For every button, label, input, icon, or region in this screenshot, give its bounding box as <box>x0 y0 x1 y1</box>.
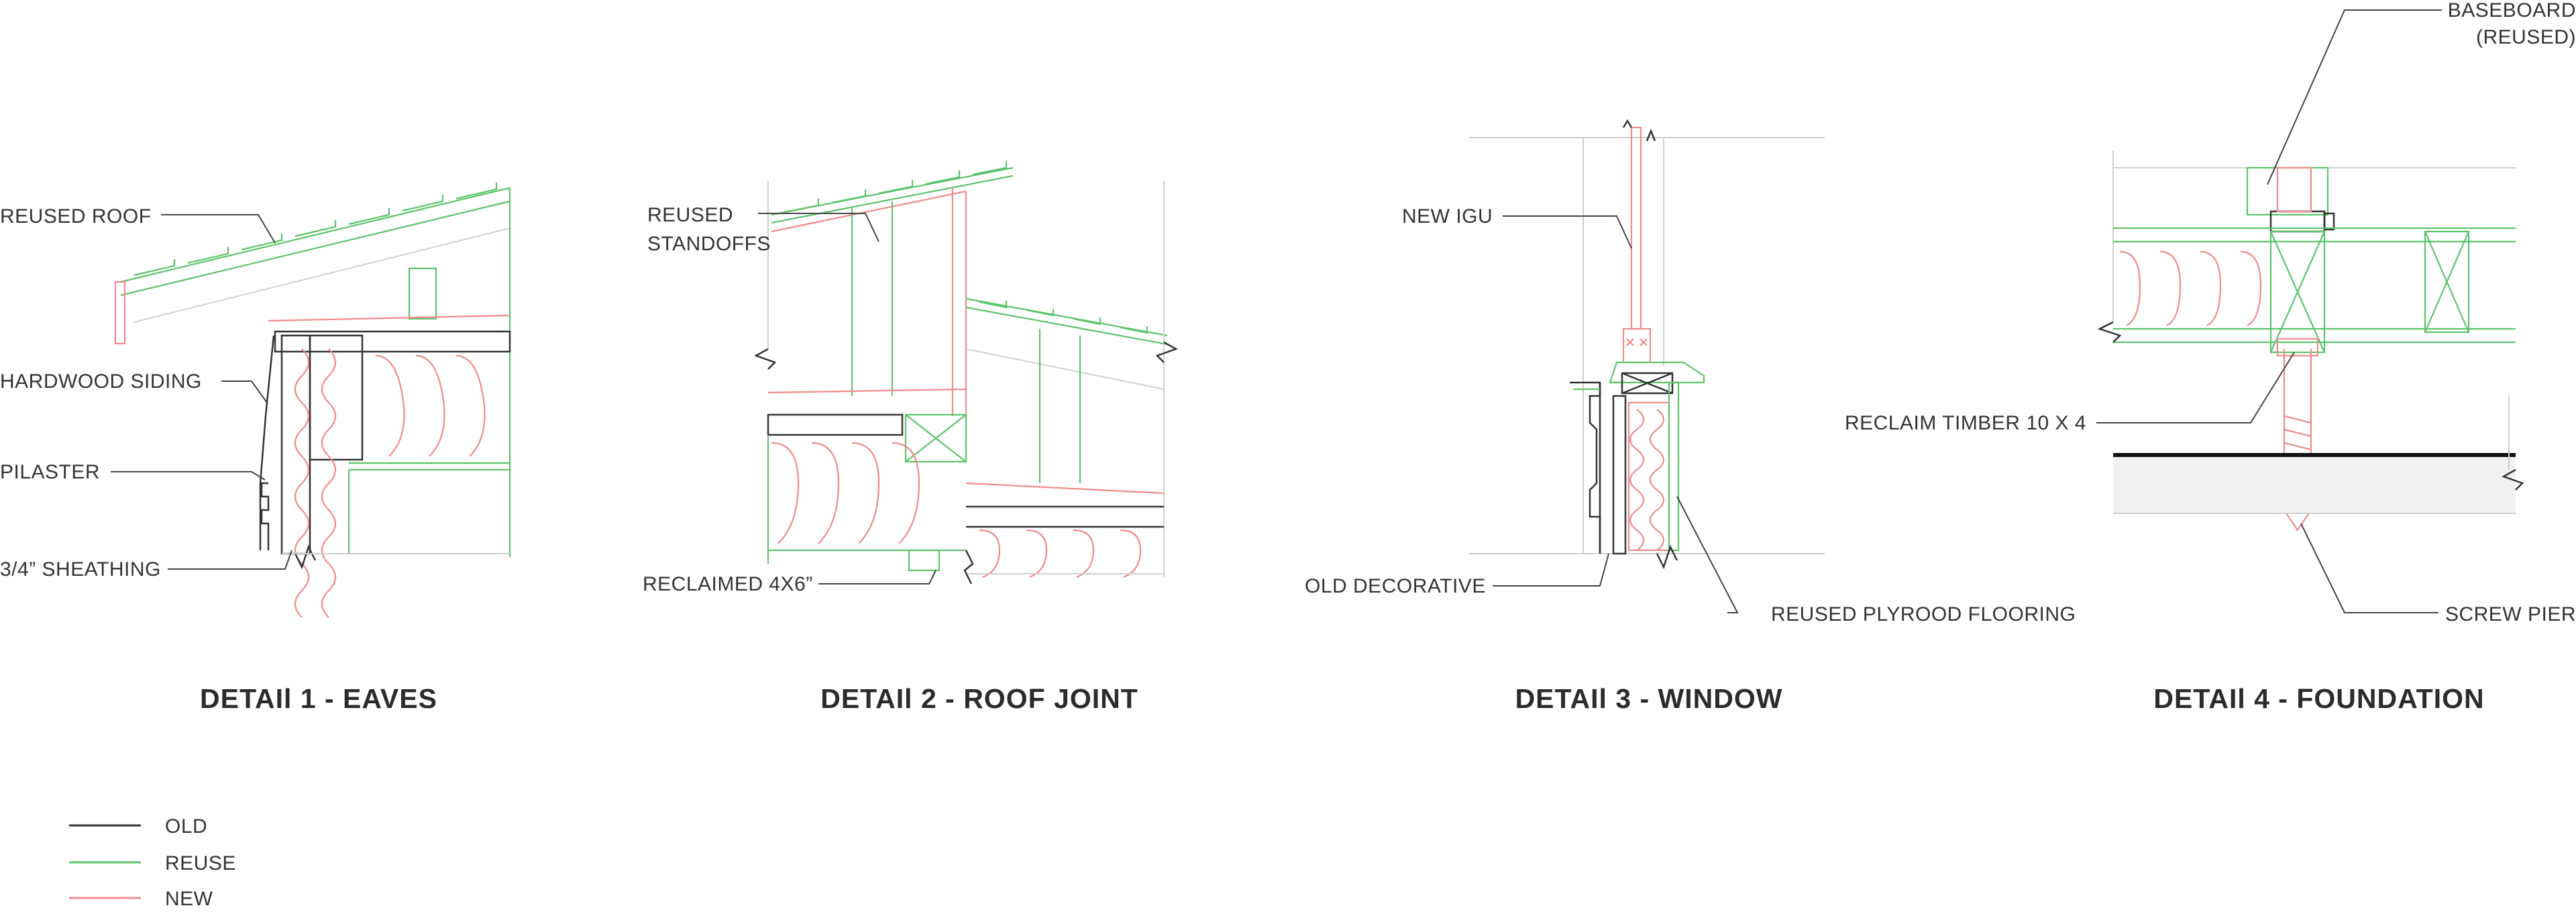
label-reused-plyrood-flooring: REUSED PLYROOD FLOORING <box>1771 603 2076 625</box>
label-reused: REUSED <box>647 204 733 226</box>
label-baseboard: BASEBOARD <box>2448 0 2576 21</box>
label-new-igu: NEW IGU <box>1402 205 1493 227</box>
detail-3-labels: NEW IGU OLD DECORATIVE REUSED PLYROOD FL… <box>1305 205 2076 625</box>
legend-new-label: NEW <box>165 888 213 910</box>
label-old-decorative: OLD DECORATIVE <box>1305 575 1486 597</box>
label-pilaster: PILASTER <box>0 461 100 483</box>
legend: OLD REUSE NEW <box>69 815 236 910</box>
label-reused-roof: REUSED ROOF <box>0 205 152 227</box>
label-hardwood-siding: HARDWOOD SIDING <box>0 370 202 393</box>
detail-4-labels: BASEBOARD (REUSED) RECLAIM TIMBER 10 X 4… <box>1845 0 2576 625</box>
label-screw-pier: SCREW PIER <box>2445 603 2576 625</box>
legend-old-label: OLD <box>165 815 207 838</box>
legend-reuse-label: REUSE <box>165 852 236 874</box>
label-sheathing: 3/4” SHEATHING <box>0 558 161 580</box>
detail-3-title: DETAIl 3 - WINDOW <box>1515 683 1783 714</box>
leader-lines <box>111 9 2442 613</box>
label-reused-paren: (REUSED) <box>2476 26 2576 48</box>
label-standoffs: STANDOFFS <box>647 233 771 255</box>
detail-2-roof-joint-drawing <box>753 161 1179 585</box>
label-reclaim-timber: RECLAIM TIMBER 10 X 4 <box>1845 412 2086 434</box>
detail-1-eaves-drawing <box>114 183 511 618</box>
label-reclaimed-4x6: RECLAIMED 4X6” <box>643 573 813 595</box>
detail-4-foundation-drawing <box>2097 151 2524 531</box>
detail-2-title: DETAIl 2 - ROOF JOINT <box>820 683 1138 714</box>
detail-1-title: DETAIl 1 - EAVES <box>200 683 437 714</box>
detail-2-labels: REUSED STANDOFFS RECLAIMED 4X6” <box>643 204 813 595</box>
detail-4-title: DETAIl 4 - FOUNDATION <box>2153 683 2484 714</box>
detail-titles: DETAIl 1 - EAVES DETAIl 2 - ROOF JOINT D… <box>200 683 2484 714</box>
detail-3-window-drawing <box>1469 119 1825 570</box>
detail-1-labels: REUSED ROOF HARDWOOD SIDING PILASTER 3/4… <box>0 205 202 580</box>
